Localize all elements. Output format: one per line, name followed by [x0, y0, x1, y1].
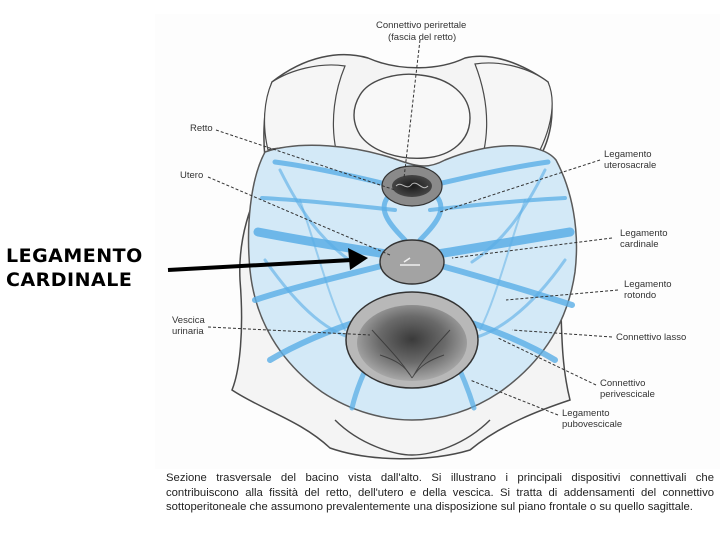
- label-connettivo-perirettale-1: Connettivo perirettale: [376, 20, 466, 31]
- label-uterosacrale-2: uterosacrale: [604, 160, 656, 171]
- label-perivescicale-2: perivescicale: [600, 389, 655, 400]
- label-uterosacrale-1: Legamento: [604, 149, 652, 160]
- label-cardinale-1: Legamento: [620, 228, 668, 239]
- label-utero: Utero: [180, 170, 203, 181]
- uterus: [380, 240, 444, 284]
- big-label-line1: LEGAMENTO: [6, 244, 143, 268]
- label-vescica-1: Vescica: [172, 315, 205, 326]
- label-perivescicale-1: Connettivo: [600, 378, 645, 389]
- label-retto: Retto: [190, 123, 213, 134]
- bladder-lumen: [357, 305, 467, 381]
- label-connettivo-lasso: Connettivo lasso: [616, 332, 686, 343]
- label-connettivo-perirettale-2: (fascia del retto): [388, 32, 456, 43]
- label-rotondo-1: Legamento: [624, 279, 672, 290]
- rectum-lumen: [392, 175, 432, 197]
- big-label-line2: CARDINALE: [6, 268, 143, 292]
- label-cardinale-2: cardinale: [620, 239, 659, 250]
- label-rotondo-2: rotondo: [624, 290, 656, 301]
- figure-caption: Sezione trasversale del bacino vista dal…: [166, 471, 714, 515]
- sacrum: [354, 74, 470, 158]
- label-pubovescicale-1: Legamento: [562, 408, 610, 419]
- label-pubovescicale-2: pubovescicale: [562, 419, 622, 430]
- label-vescica-2: urinaria: [172, 326, 204, 337]
- legamento-cardinale-label: LEGAMENTO CARDINALE: [6, 244, 143, 292]
